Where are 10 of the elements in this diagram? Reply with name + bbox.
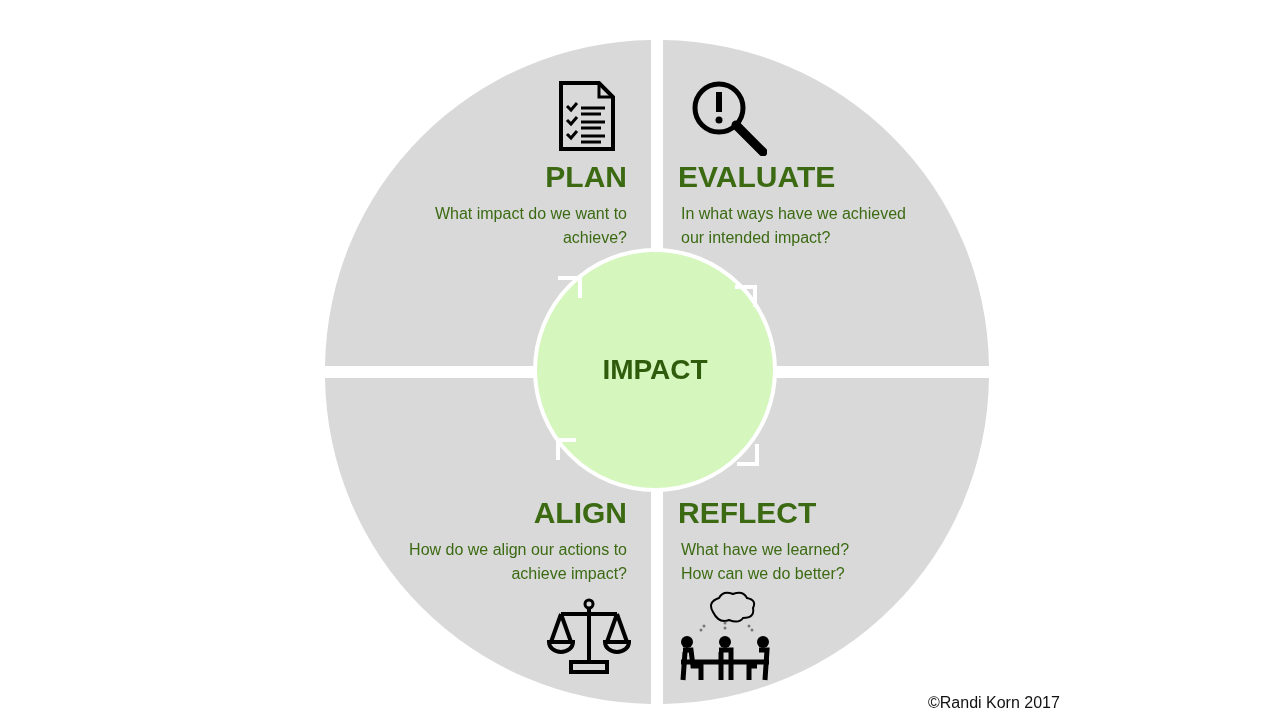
center-title: IMPACT	[602, 354, 708, 386]
question-text: What have we learned? How can we do better?	[681, 540, 851, 584]
question-text: In what ways have we achieved our intended impact?	[681, 204, 907, 248]
question-text: What impact do we want to achieve?	[433, 204, 627, 248]
copyright-note: ©Randi Korn 2017	[928, 694, 1060, 712]
section-heading: PLAN	[545, 160, 627, 194]
section-heading: EVALUATE	[678, 160, 836, 194]
section-heading: REFLECT	[678, 496, 817, 530]
section-heading: ALIGN	[533, 496, 627, 530]
question-text: How do we align our actions to achieve impact?	[408, 540, 627, 584]
